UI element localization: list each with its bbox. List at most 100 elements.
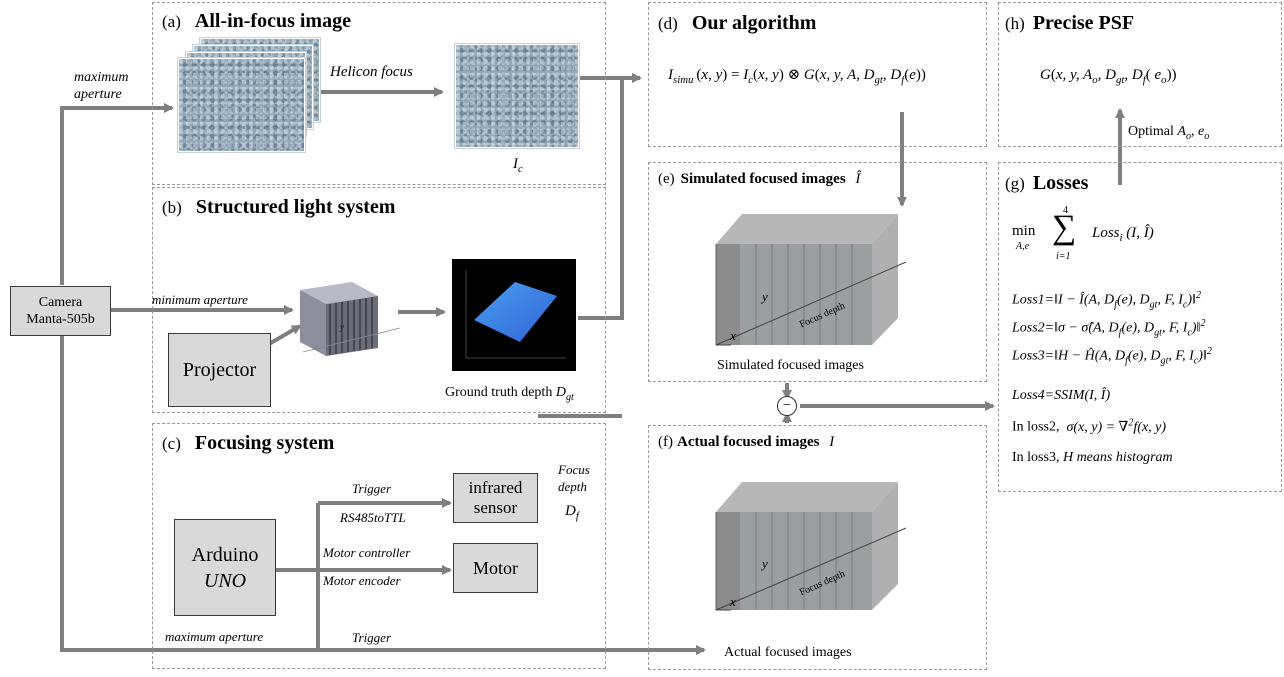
panel-d-title: (d) Our algorithm (658, 12, 816, 35)
loss2-note-prefix: In loss2, (1012, 419, 1060, 435)
photo-stack (178, 38, 320, 156)
maximum-aperture-bottom-label: maximum aperture (165, 629, 264, 644)
panel-h-title: (h) Precise PSF (1005, 12, 1134, 35)
loss2-formula: Loss2=‖σ − σ̂(A, Df(e), Dgt, F, Ic)‖2 (1012, 318, 1206, 339)
panel-a-title: (a)All-in-focus image (162, 10, 351, 33)
sum-upper: 4 (1063, 205, 1068, 216)
projector-label: Projector (182, 358, 257, 381)
depth-label: depth (558, 479, 587, 494)
infrared-label: infrared (468, 478, 523, 497)
loss2-note: In loss2, σ(x, y) = ∇2f(x, y) (1012, 417, 1166, 436)
panel-structured-light (152, 187, 606, 413)
subtraction-node: − (777, 396, 797, 416)
sum-symbol: ∑ (1052, 209, 1077, 246)
panel-e-tag: (e) (658, 171, 675, 187)
trigger-bottom-label: Trigger (352, 630, 392, 645)
min-subscript: A,e (1016, 241, 1030, 252)
motor-box: Motor (453, 543, 538, 593)
panel-precise-psf (998, 2, 1282, 147)
panel-g-name: Losses (1032, 172, 1089, 194)
motor-controller-label: Motor controller (323, 545, 411, 560)
i-symbol: I (829, 434, 835, 450)
optimal-params: Ao, eo (1177, 124, 1210, 142)
projector-box: Projector (168, 333, 271, 407)
actual-volume (715, 482, 907, 611)
maximum-aperture-trigger-arrow (60, 335, 706, 655)
panel-g-tag: (g) (1005, 174, 1025, 193)
sim-volume (715, 214, 907, 346)
motor-label: Motor (473, 557, 518, 578)
dgt-symbol: Dgt (555, 385, 574, 403)
panel-h-name: Precise PSF (1032, 12, 1135, 34)
trigger-top-label: Trigger (352, 481, 392, 496)
panel-b-tag: (b) (162, 198, 182, 217)
loss3-note-text: H means histogram (1062, 450, 1173, 465)
panel-c-name: Focusing system (194, 432, 335, 454)
panel-h-tag: (h) (1005, 14, 1025, 33)
panel-our-algorithm (648, 2, 987, 147)
sum-lower: i=1 (1056, 251, 1071, 262)
panel-b-name: Structured light system (195, 196, 396, 218)
camera-model-label: Manta-505b (26, 312, 95, 327)
panel-all-in-focus (152, 2, 606, 185)
arduino-box: Arduino UNO (174, 519, 276, 616)
panel-f-title: (f) Actual focused images I (658, 434, 834, 451)
arduino-label: Arduino (191, 543, 259, 566)
infrared-sensor-box: infrared sensor (453, 473, 538, 523)
loss1-formula: Loss1=‖I − Î(A, Df(e), Dgt, F, Ic)‖2 (1012, 290, 1202, 311)
panel-simulated-focused (648, 162, 987, 382)
loss3-note-prefix: In loss3, (1012, 450, 1060, 465)
panel-d-name: Our algorithm (691, 12, 817, 34)
panel-g-title: (g) Losses (1005, 172, 1088, 195)
optimal-text: Optimal (1128, 124, 1174, 139)
panel-focusing-system (152, 423, 606, 669)
panel-d-tag: (d) (658, 14, 678, 33)
actual-axis-y: y (762, 556, 768, 571)
helicon-focus-label: Helicon focus (330, 64, 413, 80)
sensor-label: sensor (473, 498, 518, 517)
camera-label: Camera (38, 295, 83, 310)
panel-c-tag: (c) (162, 434, 181, 453)
camera-to-allinfocus-arrow (60, 103, 174, 285)
all-in-focus-photo (455, 44, 579, 148)
psf-formula: G(x, y, Ao, Dgt, Df( eo)) (1040, 67, 1177, 86)
minus-sign: − (783, 398, 791, 413)
min-operator: min (1012, 223, 1036, 239)
panel-actual-focused (648, 425, 987, 670)
depth-to-algorithm-line (578, 78, 624, 320)
panel-f-name: Actual focused images (677, 434, 820, 450)
optimal-label: Optimal Ao, eo (1128, 124, 1209, 142)
panel-a-name: All-in-focus image (194, 10, 351, 32)
panel-f-tag: (f) (658, 434, 673, 450)
sim-axis-x: x (730, 328, 736, 343)
loss3-note: In loss3, H means histogram (1012, 450, 1173, 466)
uno-label: UNO (203, 569, 247, 592)
camera-box: Camera Manta-505b (10, 286, 111, 336)
loss2-note-formula: σ(x, y) = ∇2f(x, y) (1062, 417, 1167, 435)
loss4-formula: Loss4=SSIM(I, Î) (1012, 388, 1111, 403)
ic-label: Ic (513, 156, 523, 175)
loss3-formula: Loss3=‖H − Ĥ(A, Df(e), Dgt, F, Ic)‖2 (1012, 346, 1212, 367)
panel-e-title: (e) Simulated focused images Î (658, 171, 860, 188)
svg-text:y: y (339, 322, 344, 332)
aperture-label: aperture (74, 87, 122, 102)
loss-objective: min A,e 4 ∑ i=1 Lossi (I, Î) (1012, 205, 1212, 275)
panel-c-title: (c) Focusing system (162, 432, 334, 455)
df-label: Df (565, 503, 579, 522)
panel-b-title: (b) Structured light system (162, 196, 395, 219)
sim-axis-y: y (762, 289, 768, 304)
panel-losses (998, 162, 1282, 492)
i-hat-symbol: Î (855, 171, 861, 187)
maximum-label: maximum (74, 70, 129, 85)
simulation-formula: Isimu (x, y) = Ic(x, y) ⊗ G(x, y, A, Dgt… (668, 67, 926, 86)
ground-truth-depth-caption: Ground truth depth Dgt (445, 385, 574, 403)
panel-e-name: Simulated focused images (680, 171, 846, 187)
actual-caption: Actual focused images (724, 645, 852, 660)
rs485-label: RS485toTTL (340, 510, 406, 525)
minimum-aperture-label: minimum aperture (152, 292, 248, 307)
